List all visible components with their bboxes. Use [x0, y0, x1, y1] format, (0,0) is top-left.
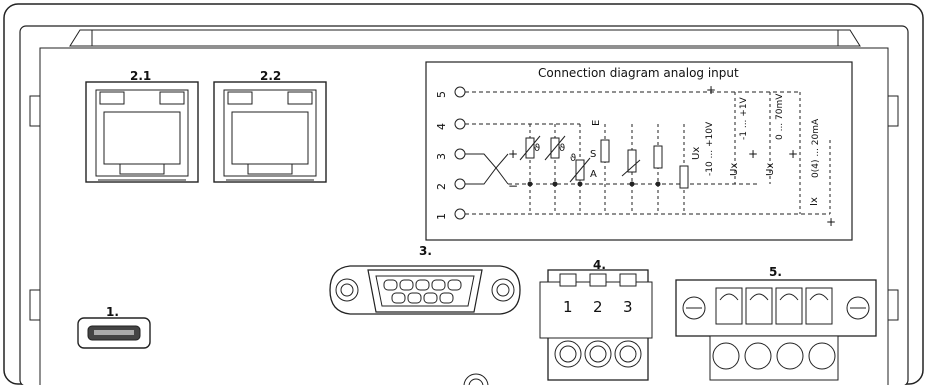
- plus-1v: +: [748, 147, 759, 161]
- thermocouple-minus: −: [508, 179, 519, 193]
- connection-diagram: [425, 61, 853, 241]
- ix-label-20ma: Ix: [809, 197, 820, 206]
- terminal-pin-1: 1: [563, 298, 573, 316]
- terminal-5: [454, 86, 466, 98]
- range-20ma: 0(4) ... 20mA: [811, 118, 821, 178]
- ux-label-1v: Ux: [729, 162, 740, 176]
- theta-3: ϑ: [570, 153, 577, 164]
- label-connector-2-2: 2.2: [260, 69, 282, 83]
- terminal-4: [454, 118, 466, 130]
- range-10v: -10 ... +10V: [705, 121, 715, 176]
- terminal-pin-2: 2: [593, 298, 603, 316]
- ethernet-port-2-1[interactable]: [85, 81, 199, 183]
- plus-10v: +: [706, 83, 717, 97]
- terminal-label-4: 4: [435, 123, 448, 130]
- ux-label-70mv: Ux: [765, 162, 776, 176]
- terminal-label-1: 1: [435, 213, 448, 220]
- ethernet-port-2-2[interactable]: [213, 81, 327, 183]
- terminal-1: [454, 208, 466, 220]
- ux-label-10v: Ux: [691, 146, 702, 160]
- dsub-connector[interactable]: [329, 265, 521, 315]
- label-connector-4: 4.: [593, 258, 606, 272]
- terminal-label-3: 3: [435, 153, 448, 160]
- label-connector-2-1: 2.1: [130, 69, 152, 83]
- label-connector-5: 5.: [769, 265, 782, 279]
- terminal-pin-3: 3: [623, 298, 633, 316]
- label-connector-3: 3.: [419, 244, 432, 258]
- terminal-label-2: 2: [435, 183, 448, 190]
- range-1v: -1 ... +1V: [739, 97, 749, 140]
- label-connector-1: 1.: [106, 305, 119, 319]
- micro-usb-port[interactable]: [77, 317, 151, 349]
- diagram-title: Connection diagram analog input: [538, 66, 739, 80]
- terminal-block-4-pin[interactable]: [675, 279, 877, 381]
- thermocouple-plus: +: [508, 147, 519, 161]
- plus-20ma: +: [826, 215, 837, 229]
- terminal-label-5: 5: [435, 91, 448, 98]
- terminal-2: [454, 178, 466, 190]
- terminal-block-3-pin[interactable]: [539, 269, 653, 381]
- theta-2: ϑ: [559, 143, 566, 154]
- range-70mv: 0 ... 70mV: [775, 93, 785, 140]
- theta-1: ϑ: [534, 143, 541, 154]
- plus-70mv: +: [788, 147, 799, 161]
- letter-e: E: [591, 119, 602, 126]
- letter-s: S: [590, 149, 597, 160]
- letter-a: A: [590, 169, 597, 180]
- terminal-3: [454, 148, 466, 160]
